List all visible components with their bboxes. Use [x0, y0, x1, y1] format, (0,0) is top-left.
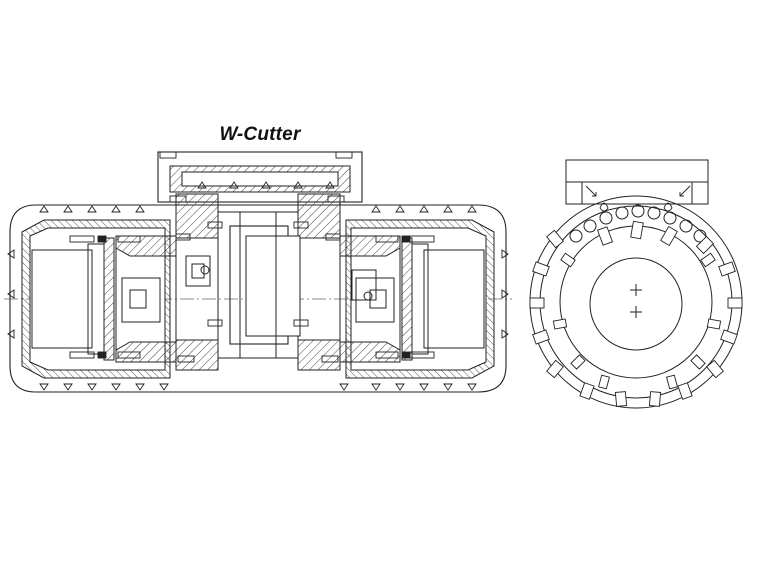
hub-inner — [589, 257, 683, 351]
central-housing-left — [175, 193, 219, 239]
hub-ring — [559, 225, 713, 379]
nozzle-circles — [569, 204, 707, 243]
cutter-picks — [529, 220, 743, 407]
left-coupling — [185, 255, 211, 287]
end-view — [529, 159, 743, 409]
left-drum-inner — [29, 227, 166, 371]
right-drum-inner — [350, 227, 487, 371]
right-motor — [423, 249, 485, 349]
figure-title: W-Cutter — [219, 124, 301, 145]
side-section-view — [4, 151, 512, 393]
centre-marks — [630, 284, 642, 318]
spray-arrows — [585, 185, 691, 212]
right-coupling — [351, 269, 377, 301]
cutter-teeth — [7, 181, 509, 391]
left-motor — [31, 249, 93, 349]
bolts — [69, 151, 435, 363]
central-housing-right — [297, 193, 341, 239]
top-gearbox-cavity — [181, 171, 339, 187]
outer-housing — [9, 204, 507, 393]
top-gearbox-outer — [157, 151, 363, 203]
